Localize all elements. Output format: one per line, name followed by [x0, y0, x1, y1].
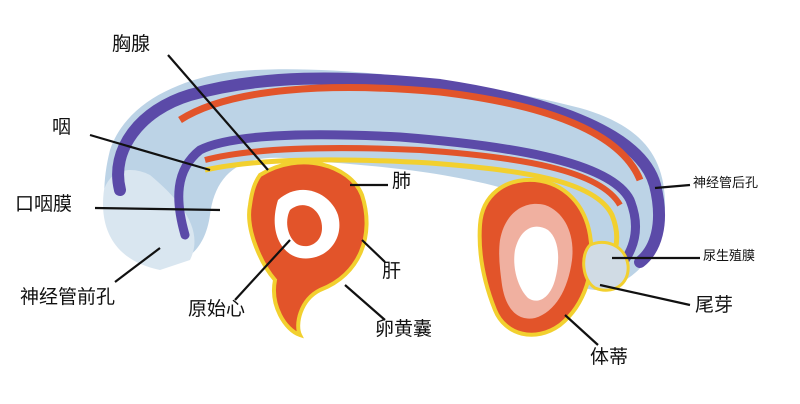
heart-inner — [287, 205, 322, 247]
label-tail-bud: 尾芽 — [695, 294, 734, 316]
neural-tube — [112, 72, 666, 268]
mesoderm-ventral — [204, 145, 623, 207]
amnion-region — [104, 69, 666, 291]
stalk-cavity — [514, 226, 559, 301]
leader-posterior-neuropore — [654, 183, 691, 190]
leader-pharynx — [89, 133, 211, 172]
label-yolk-sac: 卵黄囊 — [375, 318, 433, 340]
neural-tube-lower — [174, 130, 640, 265]
tail-bud-shape — [582, 240, 630, 292]
label-thymus: 胸腺 — [112, 33, 151, 55]
anterior-bulge — [103, 170, 195, 270]
label-posterior-neuropore: 神经管后孔 — [693, 176, 759, 191]
leader-lines — [89, 54, 700, 346]
label-pharynx: 咽 — [52, 116, 72, 138]
label-lung: 肺 — [392, 170, 412, 192]
label-anterior-neuropore: 神经管前孔 — [20, 286, 116, 308]
leader-yolk-sac — [344, 284, 386, 321]
label-body-stalk: 体蒂 — [590, 346, 629, 368]
label-oropharyngeal-membrane: 口咽膜 — [15, 193, 73, 215]
label-primitive-heart: 原始心 — [188, 298, 246, 320]
label-cloacal-membrane: 尿生殖膜 — [703, 249, 756, 264]
leader-primitive-heart — [234, 239, 291, 301]
leader-oropharyngeal — [94, 206, 221, 212]
leader-body-stalk — [564, 314, 599, 346]
mesoderm-dorsal — [178, 84, 644, 182]
label-liver: 肝 — [382, 260, 402, 282]
leader-thymus — [167, 54, 269, 171]
gut-endoderm — [204, 157, 620, 271]
leader-anterior-neuropore — [114, 247, 161, 283]
leader-tail-bud — [599, 283, 691, 307]
leader-liver — [361, 239, 386, 263]
